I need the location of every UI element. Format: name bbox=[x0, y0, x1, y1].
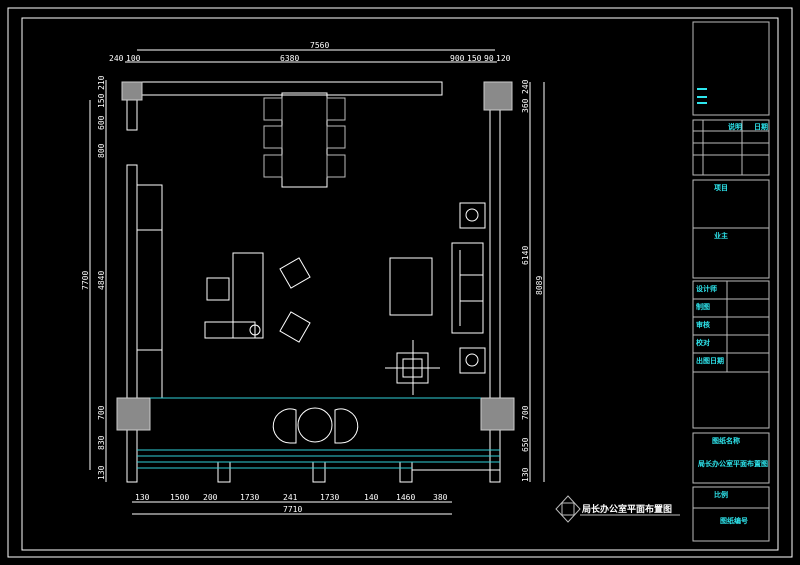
armchair bbox=[279, 257, 311, 289]
armchair bbox=[279, 311, 311, 343]
svg-text:150: 150 bbox=[97, 93, 106, 108]
svg-text:130: 130 bbox=[521, 467, 530, 482]
walls bbox=[126, 81, 501, 483]
svg-text:1730: 1730 bbox=[320, 493, 339, 502]
svg-text:6140: 6140 bbox=[521, 246, 530, 265]
svg-text:1460: 1460 bbox=[396, 493, 415, 502]
svg-text:830: 830 bbox=[97, 435, 106, 450]
conference-table bbox=[263, 92, 346, 188]
svg-text:240: 240 bbox=[521, 79, 530, 94]
title-block: 说明 日期 项目 业主 设计师 制图 审核 校对 出图日期 图纸名称 局长办公室… bbox=[692, 21, 770, 542]
svg-text:图纸编号: 图纸编号 bbox=[720, 516, 748, 525]
svg-text:120: 120 bbox=[496, 54, 511, 63]
svg-text:800: 800 bbox=[97, 143, 106, 158]
svg-text:140: 140 bbox=[364, 493, 379, 502]
drawing-title: 局长办公室平面布置图 bbox=[582, 503, 672, 515]
svg-text:150: 150 bbox=[467, 54, 482, 63]
svg-text:7710: 7710 bbox=[283, 505, 302, 514]
dimension-bottom: 130 1500 200 1730 241 1730 140 1460 380 … bbox=[132, 493, 452, 515]
svg-text:4840: 4840 bbox=[97, 271, 106, 290]
desk bbox=[204, 252, 264, 339]
svg-text:900: 900 bbox=[450, 54, 465, 63]
svg-text:校对: 校对 bbox=[696, 338, 710, 347]
svg-text:6380: 6380 bbox=[280, 54, 299, 63]
svg-text:650: 650 bbox=[521, 437, 530, 452]
svg-text:100: 100 bbox=[126, 54, 141, 63]
svg-text:局长办公室平面布置图: 局长办公室平面布置图 bbox=[698, 459, 768, 468]
svg-text:业主: 业主 bbox=[714, 231, 728, 240]
svg-text:380: 380 bbox=[433, 493, 448, 502]
svg-text:360: 360 bbox=[521, 98, 530, 113]
svg-text:90: 90 bbox=[484, 54, 494, 63]
svg-text:210: 210 bbox=[97, 75, 106, 90]
svg-text:7560: 7560 bbox=[310, 41, 329, 50]
outer-frame bbox=[7, 7, 793, 558]
svg-text:130: 130 bbox=[97, 465, 106, 480]
balcony-window bbox=[137, 397, 500, 469]
svg-text:比例: 比例 bbox=[714, 490, 728, 499]
svg-text:项目: 项目 bbox=[714, 183, 728, 192]
inner-frame bbox=[21, 17, 779, 551]
svg-text:说明: 说明 bbox=[728, 122, 742, 131]
svg-text:240: 240 bbox=[109, 54, 124, 63]
sofa bbox=[451, 242, 484, 334]
svg-text:700: 700 bbox=[97, 405, 106, 420]
svg-text:200: 200 bbox=[203, 493, 218, 502]
svg-text:130: 130 bbox=[135, 493, 150, 502]
svg-text:制图: 制图 bbox=[696, 302, 710, 311]
columns bbox=[116, 81, 515, 431]
dimension-right: 240 360 6140 700 650 130 8089 bbox=[521, 79, 545, 482]
svg-text:700: 700 bbox=[521, 405, 530, 420]
svg-text:日期: 日期 bbox=[754, 122, 768, 131]
svg-text:7700: 7700 bbox=[81, 271, 90, 290]
svg-text:审核: 审核 bbox=[696, 320, 710, 329]
svg-text:设计师: 设计师 bbox=[696, 284, 717, 293]
svg-text:出图日期: 出图日期 bbox=[696, 356, 724, 365]
north-compass-icon bbox=[555, 495, 581, 523]
svg-text:1730: 1730 bbox=[240, 493, 259, 502]
svg-text:1500: 1500 bbox=[170, 493, 189, 502]
dimension-top: 7560 240 100 6380 900 150 90 120 bbox=[109, 41, 511, 63]
lamp-tables bbox=[459, 202, 486, 374]
round-table-set bbox=[272, 407, 359, 444]
svg-text:600: 600 bbox=[97, 115, 106, 130]
coffee-table bbox=[389, 257, 433, 316]
svg-text:8089: 8089 bbox=[535, 276, 544, 295]
svg-text:图纸名称: 图纸名称 bbox=[712, 436, 740, 445]
dimension-left: 7700 210 150 600 800 4840 700 830 130 bbox=[81, 75, 107, 482]
armchair-crosshair bbox=[385, 340, 440, 395]
bookshelf bbox=[136, 184, 163, 399]
svg-text:241: 241 bbox=[283, 493, 298, 502]
